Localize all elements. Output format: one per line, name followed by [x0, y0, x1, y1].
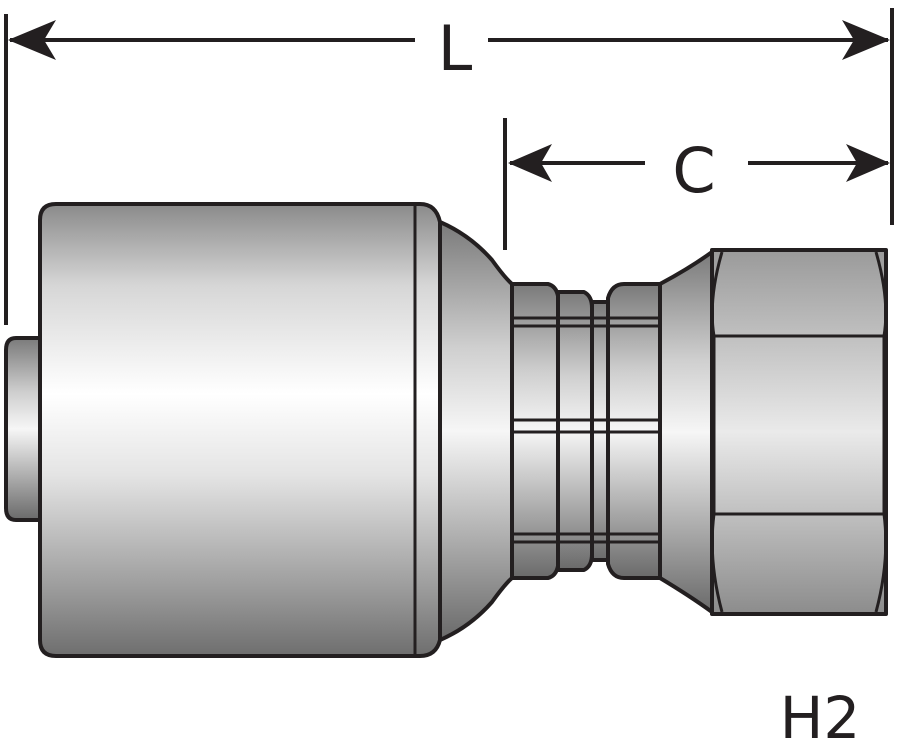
dimension-c-label: C [672, 134, 715, 207]
part-code-label: H2 [780, 684, 861, 752]
fitting-body [4, 202, 888, 658]
dimension-c-arrow-left [508, 144, 552, 182]
ferrule-taper [438, 220, 514, 642]
hex-nut-chamfer-left [710, 251, 724, 613]
hex-nut-chamfer-right [874, 251, 888, 613]
ferrule [38, 202, 442, 658]
hex-nut [710, 248, 888, 616]
dimension-l-arrow-right [842, 20, 890, 60]
dimension-l-label: L [438, 12, 473, 85]
dimension-c-arrow-right [846, 144, 890, 182]
dimension-c [503, 118, 890, 250]
hose-stub [4, 336, 42, 522]
dimension-l [4, 8, 894, 325]
nut-taper [658, 250, 714, 614]
dimension-l-arrow-left [8, 20, 56, 60]
